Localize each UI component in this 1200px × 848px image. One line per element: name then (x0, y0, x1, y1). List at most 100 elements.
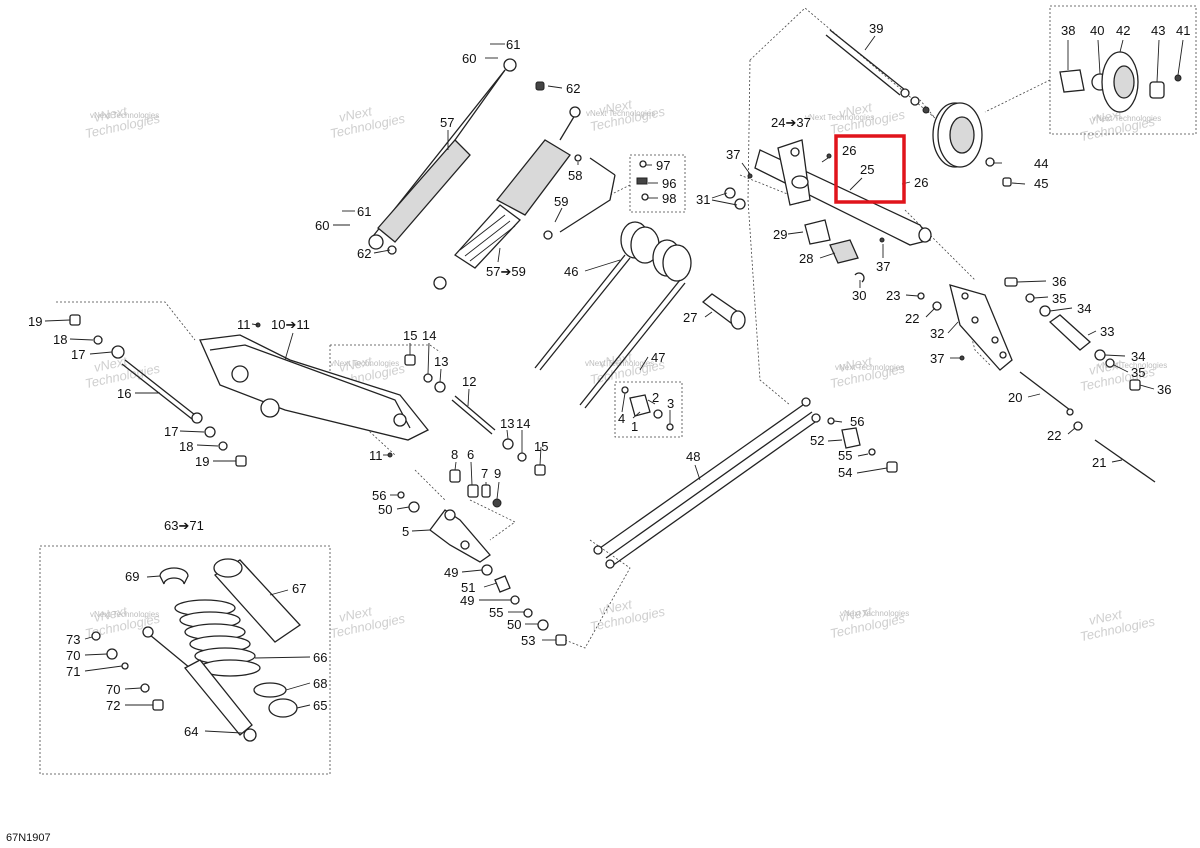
callout-56[interactable]: 56 (372, 488, 386, 503)
callout-41[interactable]: 41 (1176, 23, 1190, 38)
callout-45[interactable]: 45 (1034, 176, 1048, 191)
callout-57[interactable]: 57 (440, 115, 454, 130)
callout-19[interactable]: 19 (28, 314, 42, 329)
callout-32[interactable]: 32 (930, 326, 944, 341)
callout-10-11[interactable]: 10➔11 (271, 317, 310, 332)
callout-70[interactable]: 70 (106, 682, 120, 697)
callout-49[interactable]: 49 (444, 565, 458, 580)
callout-36[interactable]: 36 (1052, 274, 1066, 289)
callout-64[interactable]: 64 (184, 724, 198, 739)
callout-96[interactable]: 96 (662, 176, 676, 191)
callout-26[interactable]: 26 (914, 175, 928, 190)
callout-68[interactable]: 68 (313, 676, 327, 691)
callout-57-59[interactable]: 57➔59 (486, 264, 526, 279)
callout-61[interactable]: 61 (506, 37, 520, 52)
callout-7[interactable]: 7 (481, 466, 488, 481)
callout-69[interactable]: 69 (125, 569, 139, 584)
callout-34[interactable]: 34 (1077, 301, 1091, 316)
callout-18[interactable]: 18 (53, 332, 67, 347)
callout-6[interactable]: 6 (467, 447, 474, 462)
callout-5[interactable]: 5 (402, 524, 409, 539)
callout-63-71[interactable]: 63➔71 (164, 518, 204, 533)
callout-22[interactable]: 22 (1047, 428, 1061, 443)
callout-48[interactable]: 48 (686, 449, 700, 464)
callout-29[interactable]: 29 (773, 227, 787, 242)
watermark-small: vNext Technologies (840, 609, 909, 618)
callout-47[interactable]: 47 (651, 350, 665, 365)
callout-20[interactable]: 20 (1008, 390, 1022, 405)
callout-44[interactable]: 44 (1034, 156, 1048, 171)
callout-67[interactable]: 67 (292, 581, 306, 596)
callout-4[interactable]: 4 (618, 411, 625, 426)
callout-13[interactable]: 13 (434, 354, 448, 369)
callout-37[interactable]: 37 (930, 351, 944, 366)
callout-18[interactable]: 18 (179, 439, 193, 454)
callout-60[interactable]: 60 (315, 218, 329, 233)
callout-28[interactable]: 28 (799, 251, 813, 266)
callout-49[interactable]: 49 (460, 593, 474, 608)
callout-72[interactable]: 72 (106, 698, 120, 713)
callout-46[interactable]: 46 (564, 264, 578, 279)
callout-23[interactable]: 23 (886, 288, 900, 303)
callout-61[interactable]: 61 (357, 204, 371, 219)
callout-55[interactable]: 55 (489, 605, 503, 620)
callout-58[interactable]: 58 (568, 168, 582, 183)
callout-26[interactable]: 26 (842, 143, 856, 158)
callout-39[interactable]: 39 (869, 21, 883, 36)
callout-42[interactable]: 42 (1116, 23, 1130, 38)
callout-12[interactable]: 12 (462, 374, 476, 389)
callout-56[interactable]: 56 (850, 414, 864, 429)
callout-17[interactable]: 17 (71, 347, 85, 362)
callout-55[interactable]: 55 (838, 448, 852, 463)
callout-19[interactable]: 19 (195, 454, 209, 469)
callout-9[interactable]: 9 (494, 466, 501, 481)
callout-70[interactable]: 70 (66, 648, 80, 663)
callout-34[interactable]: 34 (1131, 349, 1145, 364)
callout-21[interactable]: 21 (1092, 455, 1106, 470)
callout-38[interactable]: 38 (1061, 23, 1075, 38)
callout-11[interactable]: 11 (237, 317, 251, 332)
callout-16[interactable]: 16 (117, 386, 131, 401)
callout-66[interactable]: 66 (313, 650, 327, 665)
callout-14[interactable]: 14 (516, 416, 530, 431)
callout-35[interactable]: 35 (1131, 365, 1145, 380)
callout-50[interactable]: 50 (378, 502, 392, 517)
callout-71[interactable]: 71 (66, 664, 80, 679)
callout-50[interactable]: 50 (507, 617, 521, 632)
callout-35[interactable]: 35 (1052, 291, 1066, 306)
callout-62[interactable]: 62 (357, 246, 371, 261)
callout-73[interactable]: 73 (66, 632, 80, 647)
callout-98[interactable]: 98 (662, 191, 676, 206)
callout-37[interactable]: 37 (726, 147, 740, 162)
callout-25[interactable]: 25 (860, 162, 874, 177)
callout-53[interactable]: 53 (521, 633, 535, 648)
callout-17[interactable]: 17 (164, 424, 178, 439)
callout-52[interactable]: 52 (810, 433, 824, 448)
callout-54[interactable]: 54 (838, 465, 852, 480)
callout-62[interactable]: 62 (566, 81, 580, 96)
callout-22[interactable]: 22 (905, 311, 919, 326)
callout-43[interactable]: 43 (1151, 23, 1165, 38)
callout-27[interactable]: 27 (683, 310, 697, 325)
callout-37[interactable]: 37 (876, 259, 890, 274)
callout-3[interactable]: 3 (667, 396, 674, 411)
callout-59[interactable]: 59 (554, 194, 568, 209)
callout-2[interactable]: 2 (652, 390, 659, 405)
callout-60[interactable]: 60 (462, 51, 476, 66)
callout-97[interactable]: 97 (656, 158, 670, 173)
callout-36[interactable]: 36 (1157, 382, 1171, 397)
callout-65[interactable]: 65 (313, 698, 327, 713)
callout-14[interactable]: 14 (422, 328, 436, 343)
callout-40[interactable]: 40 (1090, 23, 1104, 38)
callout-51[interactable]: 51 (461, 580, 475, 595)
callout-11[interactable]: 11 (369, 448, 383, 463)
callout-31[interactable]: 31 (696, 192, 710, 207)
callout-30[interactable]: 30 (852, 288, 866, 303)
callout-1[interactable]: 1 (631, 419, 638, 434)
callout-15[interactable]: 15 (403, 328, 417, 343)
callout-8[interactable]: 8 (451, 447, 458, 462)
callout-33[interactable]: 33 (1100, 324, 1114, 339)
callout-24-37[interactable]: 24➔37 (771, 115, 811, 130)
callout-13[interactable]: 13 (500, 416, 514, 431)
callout-15[interactable]: 15 (534, 439, 548, 454)
